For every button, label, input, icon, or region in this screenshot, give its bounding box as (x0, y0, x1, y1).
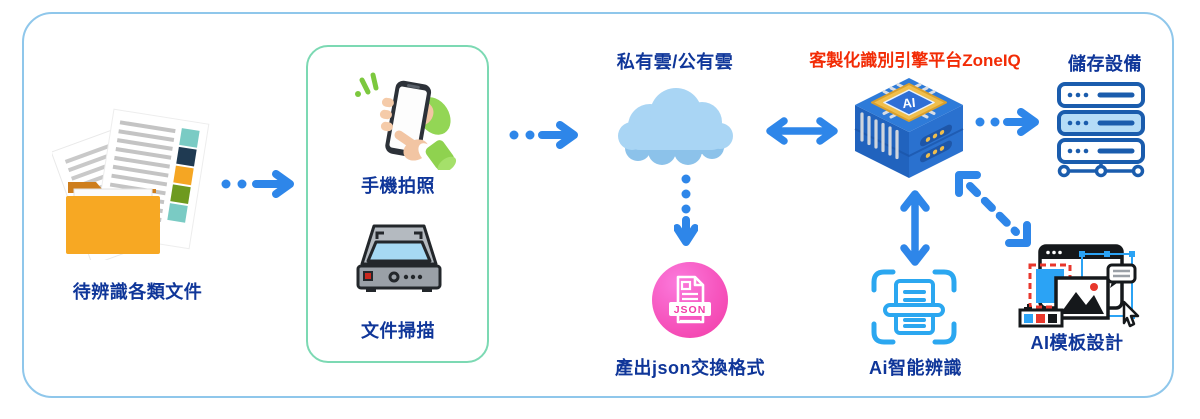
json-badge-text: JSON (674, 304, 707, 316)
cloud-illustration (608, 84, 744, 168)
ai-recognition-label: Ai智能辨識 (869, 358, 962, 378)
ai-template-label: AI模板設計 (1030, 333, 1124, 353)
cloud-icon (618, 88, 733, 165)
outer-frame (22, 12, 1174, 398)
arrow-cloud-engine-bidirectional (762, 116, 842, 146)
arrow-engine-template-bidirectional (950, 166, 1036, 252)
documents-illustration (52, 96, 224, 260)
cloud-label: 私有雲/公有雲 (616, 52, 734, 72)
json-badge-circle: JSON (652, 262, 728, 338)
arrow-engine-to-storage (973, 108, 1051, 136)
document-scan-icon (871, 269, 957, 345)
storage-illustration (1054, 80, 1148, 178)
documents-label: 待辨識各類文件 (72, 282, 203, 302)
arrow-capture-to-cloud (506, 121, 590, 149)
phone-camera-icon (355, 72, 457, 170)
scanner-illustration (352, 222, 446, 306)
phone-photo-label: 手機拍照 (361, 176, 435, 196)
server-storage-icon (1057, 82, 1145, 178)
json-file-icon: JSON (669, 275, 711, 324)
arrow-engine-recognition-bidirectional (900, 186, 930, 270)
scanner-label: 文件掃描 (361, 321, 435, 341)
engine-chip-illustration: AI (846, 74, 972, 184)
ai-recognition-illustration (866, 264, 962, 352)
ai-template-illustration (1012, 238, 1142, 328)
json-output-label: 產出json交換格式 (614, 358, 765, 378)
phone-photo-illustration (338, 56, 458, 170)
template-design-icon (1018, 244, 1140, 328)
documents-icon (52, 108, 210, 260)
engine-label: 客製化識別引擎平台ZoneIQ (809, 51, 1021, 70)
arrow-cloud-to-json (674, 172, 698, 252)
arrow-documents-to-capture (218, 170, 306, 198)
scanner-icon (356, 224, 442, 292)
ai-chip-icon: AI (854, 78, 964, 178)
chip-ai-text: AI (902, 95, 916, 111)
storage-label: 儲存設備 (1068, 54, 1142, 74)
